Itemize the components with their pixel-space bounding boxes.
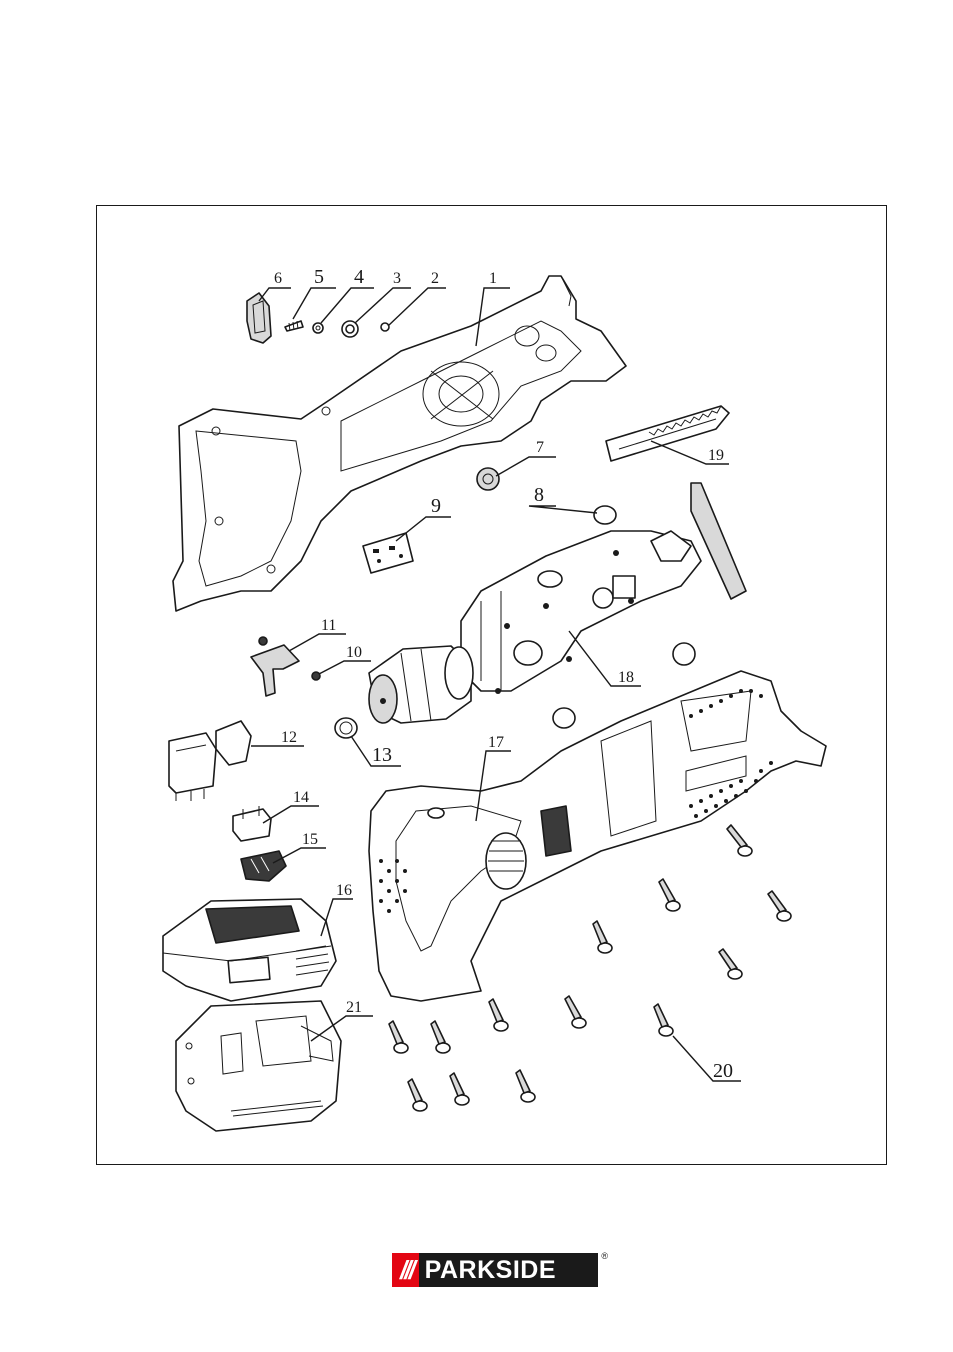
logo-registered-mark: ® [601,1251,608,1261]
logo-brand-text: PARKSIDE [418,1253,598,1287]
label-10: 10 [346,644,362,661]
part-switch [168,720,252,801]
part-small-nut [380,322,390,332]
label-5: 5 [314,266,324,288]
part-contact-plate [232,806,272,842]
parkside-logo: /// PARKSIDE ® [392,1251,608,1287]
label-15: 15 [302,831,318,848]
label-12: 12 [281,729,297,746]
logo-slash-mark: /// [400,1254,416,1285]
part-housing-half [172,275,627,612]
part-motor [368,645,474,724]
part-spring [284,320,304,332]
leader-lines [251,287,741,1082]
label-6: 6 [274,270,282,287]
part-battery-pack [162,898,337,1002]
label-18: 18 [618,669,634,686]
part-cap [593,505,617,525]
part-saw-blade [605,405,730,462]
label-9: 9 [431,495,441,517]
label-8: 8 [534,484,544,506]
label-1: 1 [489,270,497,287]
part-ring [334,717,358,739]
part-charger [175,1000,342,1132]
exploded-view-diagram: 1 2 3 4 5 6 7 8 9 10 11 12 13 14 15 16 1… [162,266,827,1132]
label-3: 3 [393,270,401,287]
part-board [362,532,414,574]
part-outer-housing [368,670,827,1002]
diagram-frame: 1 2 3 4 5 6 7 8 9 10 11 12 13 14 15 16 1… [96,205,887,1165]
part-small-washer [312,322,324,334]
label-17: 17 [488,734,504,751]
part-gearbox-assembly [460,482,747,694]
label-2: 2 [431,270,439,287]
label-7: 7 [536,439,544,456]
label-20: 20 [713,1060,733,1082]
label-16: 16 [336,882,352,899]
part-terminal-block [240,850,287,882]
label-21: 21 [346,999,362,1016]
part-screws [388,824,792,1112]
part-trigger [250,636,321,697]
part-lock-button [246,292,272,344]
label-13: 13 [372,744,392,766]
label-14: 14 [293,789,309,806]
part-bearing-nut [476,467,500,491]
label-4: 4 [354,266,364,288]
label-11: 11 [321,617,336,634]
part-labels: 1 2 3 4 5 6 7 8 9 10 11 12 13 14 15 16 1… [274,266,733,1082]
part-ring-washer [341,320,359,338]
label-19: 19 [708,447,724,464]
